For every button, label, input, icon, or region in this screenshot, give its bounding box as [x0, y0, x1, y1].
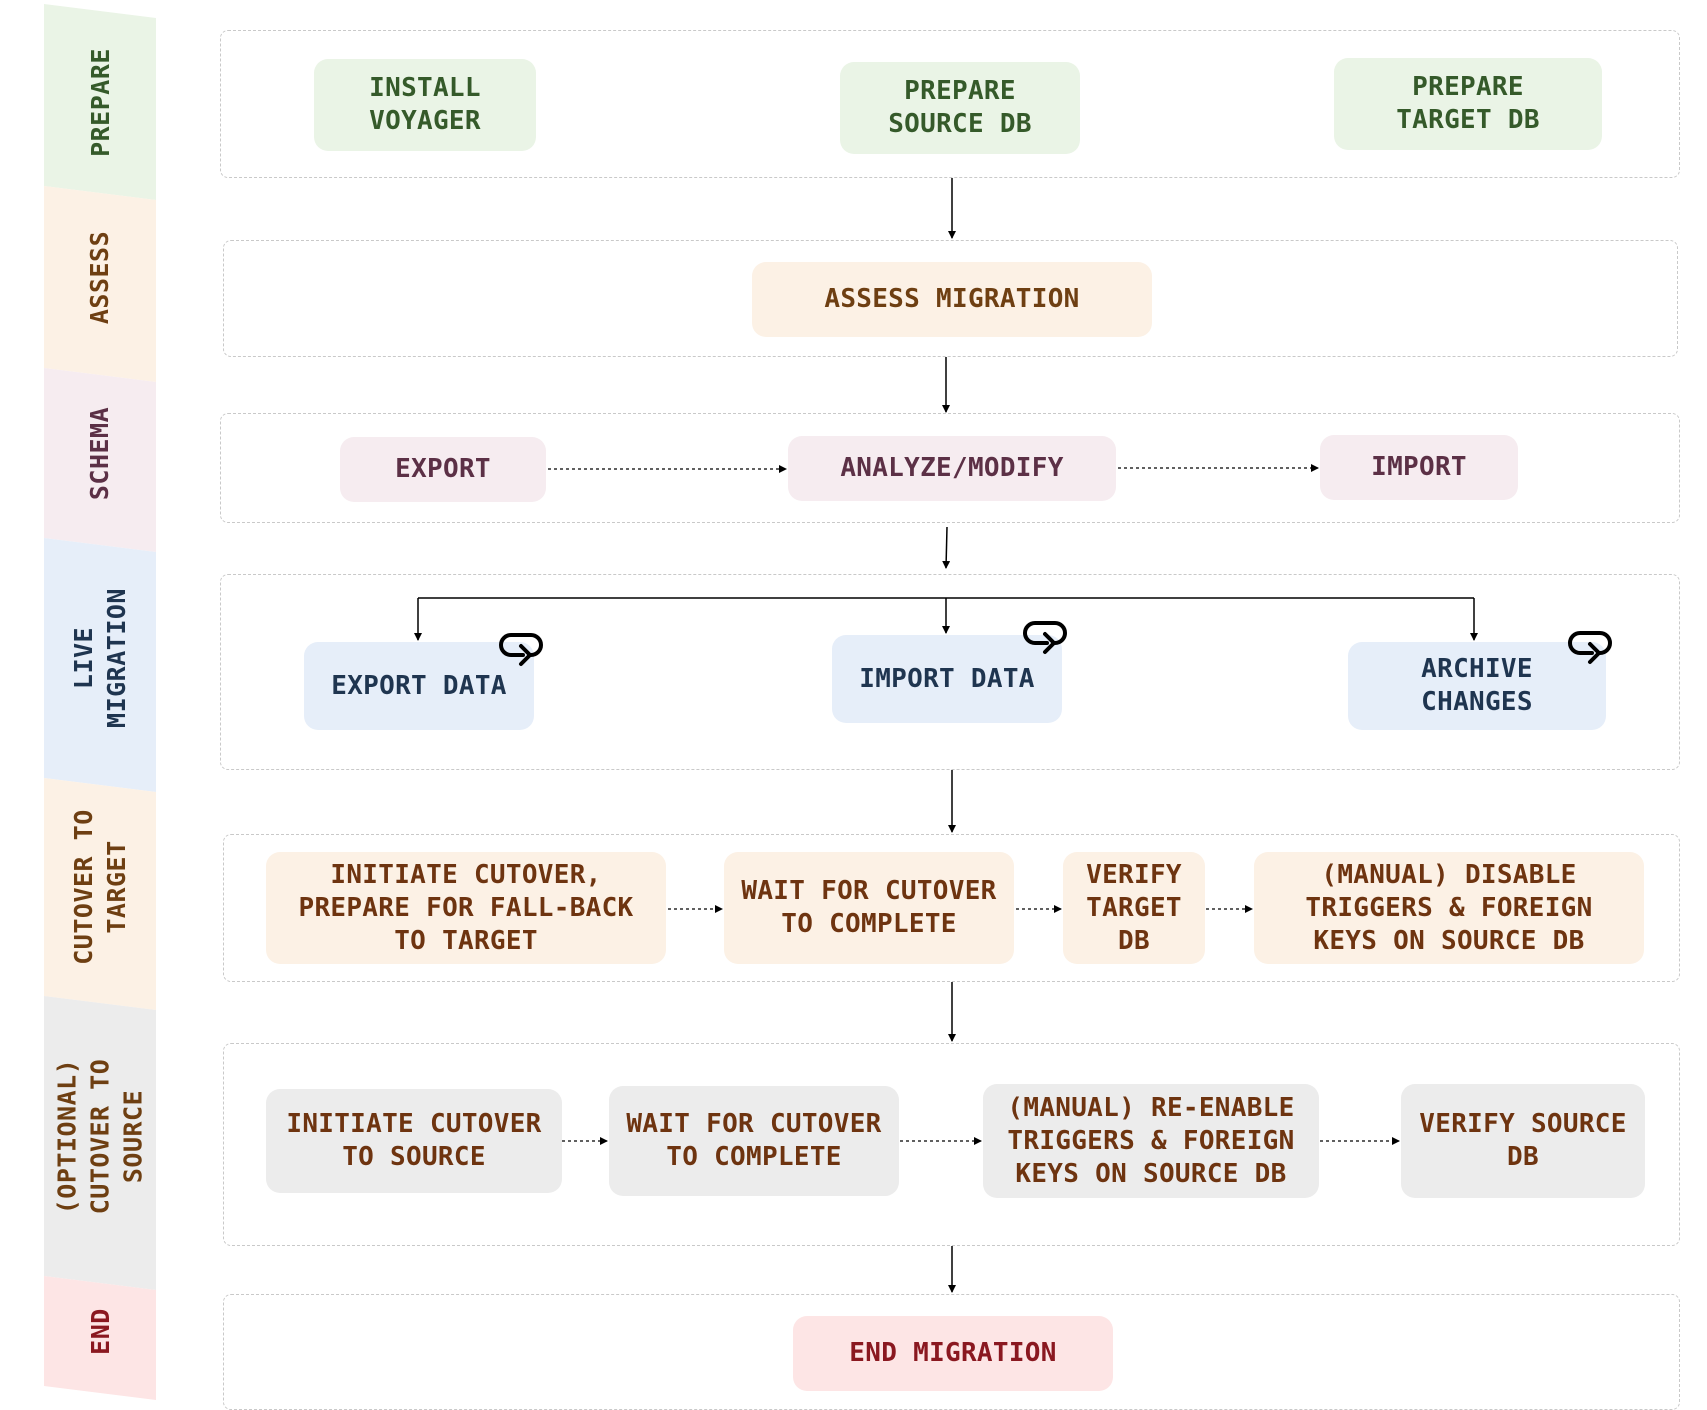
- step-verify-source-db: VERIFY SOURCE DB: [1401, 1084, 1645, 1198]
- loop-arrow-icon: [1023, 621, 1067, 654]
- step-initiate-cutover-source: INITIATE CUTOVER TO SOURCE: [266, 1089, 562, 1193]
- step-prepare-target-db: PREPARE TARGET DB: [1334, 58, 1602, 150]
- stage-band-cutover-source: (OPTIONAL) CUTOVER TO SOURCE: [44, 982, 156, 1290]
- loop-arrow-icon: [499, 633, 543, 666]
- row-assess: [223, 240, 1678, 357]
- stage-band-assess: ASSESS: [44, 172, 156, 382]
- stage-band-cutover-target: CUTOVER TO TARGET: [44, 764, 156, 1010]
- row-live-migration: [220, 574, 1680, 770]
- step-install-voyager: INSTALL VOYAGER: [314, 59, 536, 151]
- step-initiate-cutover-target: INITIATE CUTOVER, PREPARE FOR FALL-BACK …: [266, 852, 666, 964]
- step-import-data: IMPORT DATA: [832, 635, 1062, 723]
- step-schema-export: EXPORT: [340, 437, 546, 502]
- row-cutover-target: [223, 834, 1680, 982]
- step-end-migration: END MIGRATION: [793, 1316, 1113, 1391]
- stage-band-prepare: PREPARE: [44, 4, 156, 200]
- row-cutover-source: [223, 1043, 1680, 1246]
- loop-arrow-icon: [1568, 631, 1612, 664]
- step-schema-analyze-modify: ANALYZE/MODIFY: [788, 436, 1116, 501]
- step-assess-migration: ASSESS MIGRATION: [752, 262, 1152, 337]
- step-export-data: EXPORT DATA: [304, 642, 534, 730]
- step-archive-changes: ARCHIVE CHANGES: [1348, 642, 1606, 730]
- arrow-schema-to-live: [942, 526, 951, 569]
- row-schema: [220, 413, 1680, 523]
- step-disable-triggers: (MANUAL) DISABLE TRIGGERS & FOREIGN KEYS…: [1254, 852, 1644, 964]
- row-prepare: [220, 30, 1680, 178]
- step-reenable-triggers: (MANUAL) RE-ENABLE TRIGGERS & FOREIGN KE…: [983, 1084, 1319, 1198]
- step-schema-import: IMPORT: [1320, 435, 1518, 500]
- stage-band-schema: SCHEMA: [44, 354, 156, 552]
- step-prepare-source-db: PREPARE SOURCE DB: [840, 62, 1080, 154]
- step-wait-cutover-target: WAIT FOR CUTOVER TO COMPLETE: [724, 852, 1014, 964]
- stage-band-live-migration: LIVE MIGRATION: [44, 524, 156, 792]
- step-verify-target-db: VERIFY TARGET DB: [1063, 852, 1205, 964]
- step-wait-cutover-source: WAIT FOR CUTOVER TO COMPLETE: [609, 1086, 899, 1196]
